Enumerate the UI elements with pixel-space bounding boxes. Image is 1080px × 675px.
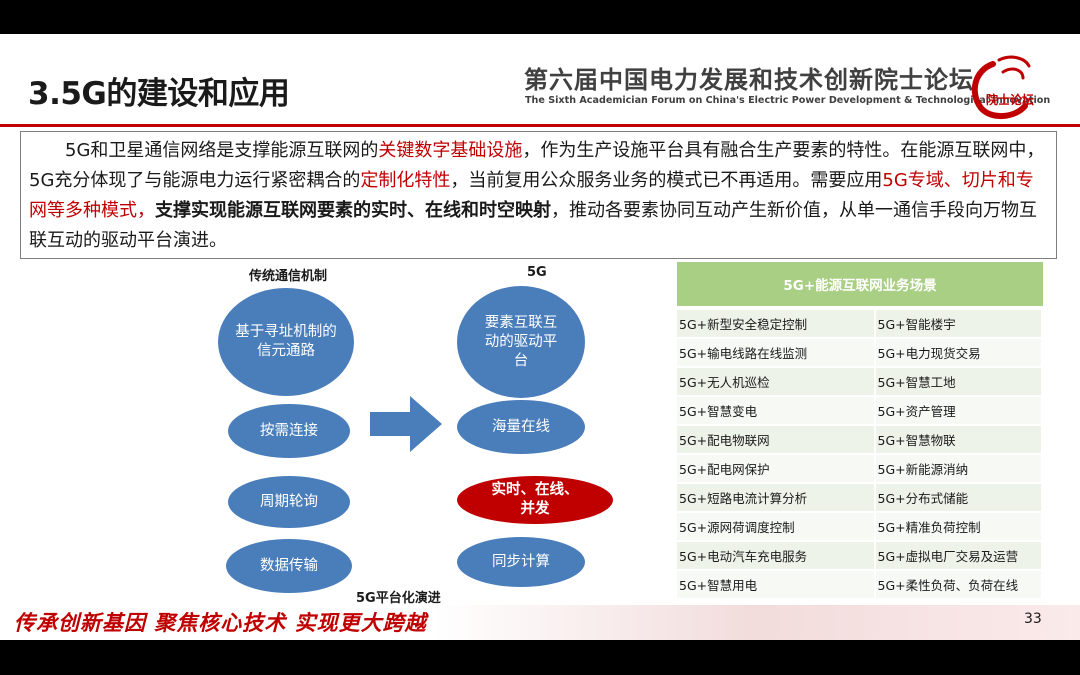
left-ellipse-2: 按需连接 bbox=[228, 404, 350, 458]
table-cell: 5G+新能源消纳 bbox=[875, 455, 1043, 482]
left-ellipse-1: 基于寻址机制的信元通路 bbox=[218, 288, 354, 396]
page-number: 33 bbox=[1024, 611, 1042, 627]
table-cell: 5G+电动汽车充电服务 bbox=[677, 542, 876, 569]
left-column-header: 传统通信机制 bbox=[249, 269, 328, 284]
table-cell: 5G+电力现货交易 bbox=[875, 339, 1043, 366]
table-cell: 5G+输电线路在线监测 bbox=[677, 339, 876, 366]
footer-slogan: 传承创新基因 聚焦核心技术 实现更大跨越 bbox=[14, 610, 427, 635]
table-cell: 5G+配电网保护 bbox=[677, 455, 876, 482]
right-ellipse-3: 实时、在线、并发 bbox=[457, 476, 613, 524]
table-cell: 5G+短路电流计算分析 bbox=[677, 484, 876, 511]
scenario-table-header: 5G+能源互联网业务场景 bbox=[677, 262, 1043, 306]
right-ellipse-1: 要素互联互动的驱动平台 bbox=[457, 286, 585, 398]
table-cell: 5G+智慧用电 bbox=[677, 571, 876, 598]
right-ellipse-4: 同步计算 bbox=[457, 537, 585, 587]
table-cell: 5G+智慧物联 bbox=[875, 426, 1043, 453]
table-cell: 5G+智慧变电 bbox=[677, 397, 876, 424]
forum-logo: 院士论坛 bbox=[971, 55, 1034, 119]
table-cell: 5G+新型安全稳定控制 bbox=[677, 310, 876, 337]
intro-paragraph: 5G和卫星通信网络是支撑能源互联网的关键数字基础设施，作为生产设施平台具有融合生… bbox=[20, 131, 1057, 259]
logo-text: 院士论坛 bbox=[986, 92, 1034, 107]
table-cell: 5G+分布式储能 bbox=[875, 484, 1043, 511]
table-cell: 5G+资产管理 bbox=[875, 397, 1043, 424]
slide-title: 3.5G的建设和应用 bbox=[28, 76, 290, 112]
footer-band bbox=[0, 605, 1080, 640]
forum-title-cn: 第六届中国电力发展和技术创新院士论坛 bbox=[524, 66, 974, 94]
table-cell: 5G+精准负荷控制 bbox=[875, 513, 1043, 540]
header-divider bbox=[0, 124, 1080, 127]
table-cell: 5G+源网荷调度控制 bbox=[677, 513, 876, 540]
table-cell: 5G+配电物联网 bbox=[677, 426, 876, 453]
table-cell: 5G+柔性负荷、负荷在线 bbox=[875, 571, 1043, 598]
table-cell: 5G+虚拟电厂交易及运营 bbox=[875, 542, 1043, 569]
right-ellipse-2: 海量在线 bbox=[457, 400, 585, 454]
left-ellipse-3: 周期轮询 bbox=[228, 476, 350, 528]
left-ellipse-4: 数据传输 bbox=[226, 539, 352, 593]
table-cell: 5G+智能楼宇 bbox=[875, 310, 1043, 337]
forum-title-en: The Sixth Academician Forum on China's E… bbox=[525, 95, 1051, 106]
bottom-label: 5G平台化演进 bbox=[356, 591, 441, 606]
table-cell: 5G+无人机巡检 bbox=[677, 368, 876, 395]
right-arrow-icon bbox=[370, 396, 442, 452]
right-column-header: 5G bbox=[527, 265, 547, 280]
table-cell: 5G+智慧工地 bbox=[875, 368, 1043, 395]
slide: 3.5G的建设和应用 第六届中国电力发展和技术创新院士论坛 The Sixth … bbox=[0, 34, 1080, 640]
